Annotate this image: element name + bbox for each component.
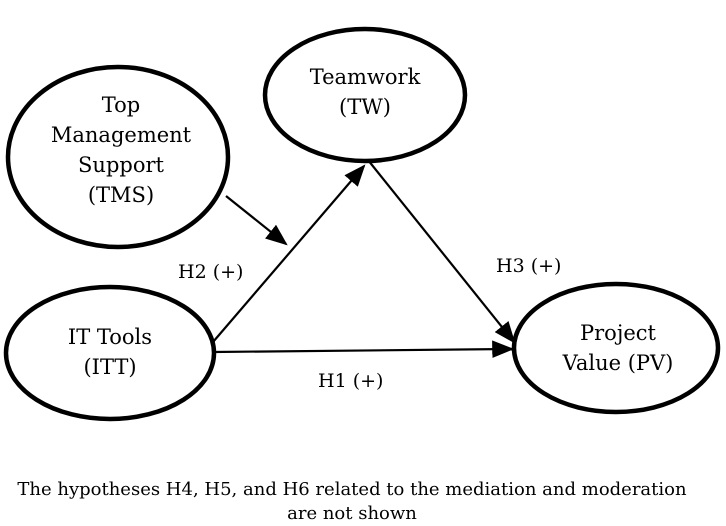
caption-line-2: are not shown [287,503,417,524]
node-pv-ellipse [511,281,721,415]
node-tms-line1: Top [102,93,140,117]
caption-line-1: The hypotheses H4, H5, and H6 related to… [17,479,687,500]
node-tms: Top Management Support (TMS) [5,64,231,250]
node-itt-line2: (ITT) [83,355,136,379]
node-tw-line1: Teamwork [310,65,421,89]
node-tw: Teamwork (TW) [262,26,468,164]
node-itt-line1: IT Tools [68,325,152,349]
node-pv: Project Value (PV) [511,281,721,415]
node-tms-line2: Management [51,123,192,147]
node-itt: IT Tools (ITT) [3,284,217,422]
node-tms-ellipse [5,64,231,250]
node-tms-line4: (TMS) [88,183,154,207]
edge-label-h1: H1 (+) [318,370,383,392]
node-tw-ellipse [262,26,468,164]
edge-label-h2: H2 (+) [178,261,243,283]
edge-moderation-tms-to-h2 [225,195,288,246]
node-itt-ellipse [3,284,217,422]
edge-h2-itt-to-tw [212,164,366,343]
node-tms-line3: Support [78,153,164,177]
edge-h1-itt-to-pv [212,340,515,358]
node-tw-line2: (TW) [339,95,391,119]
edge-h3-tw-to-pv [367,159,516,344]
edge-label-h3: H3 (+) [496,255,561,277]
node-pv-line1: Project [580,321,657,345]
node-pv-line2: Value (PV) [562,351,674,375]
